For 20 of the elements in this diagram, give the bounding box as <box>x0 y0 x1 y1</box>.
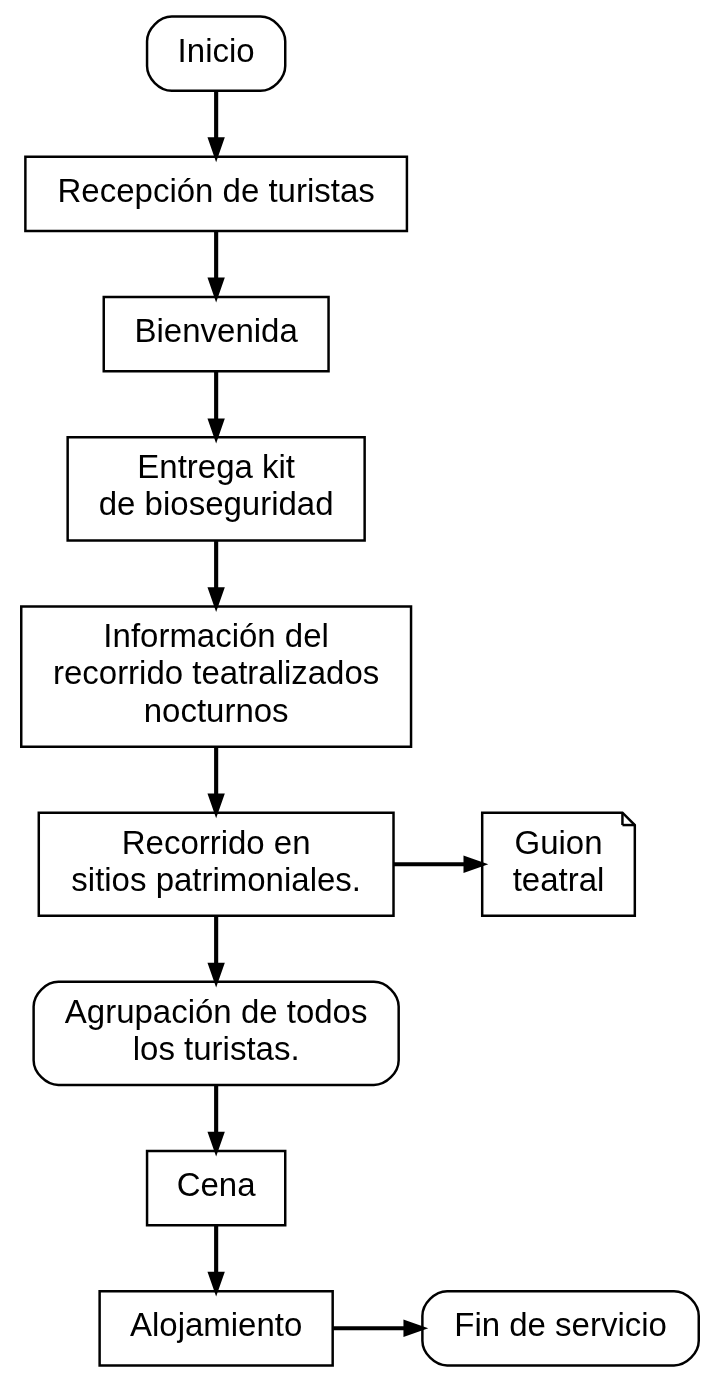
arrow <box>207 371 225 444</box>
node-box: Información del recorrido teatralizados nocturnos <box>20 605 413 748</box>
arrow <box>207 746 225 819</box>
arrow <box>207 1225 225 1297</box>
node-box: Cena <box>145 1149 287 1227</box>
arrow <box>207 91 225 163</box>
node-box: Agrupación de todos los turistas. <box>32 980 400 1087</box>
arrow <box>394 855 489 873</box>
arrow <box>207 1085 225 1157</box>
node-box: Fin de servicio <box>421 1289 700 1367</box>
arrow <box>207 541 225 613</box>
node-box: Inicio <box>145 15 287 93</box>
arrow <box>207 231 225 303</box>
node-box: Bienvenida <box>102 295 330 373</box>
arrow <box>333 1319 429 1337</box>
arrow <box>207 915 225 988</box>
node-box: Recorrido en sitios patrimoniales. <box>37 811 395 918</box>
node-box: Alojamiento <box>98 1289 334 1367</box>
node-box: Recepción de turistas <box>24 155 409 233</box>
node-box: Entrega kit de bioseguridad <box>66 436 366 542</box>
